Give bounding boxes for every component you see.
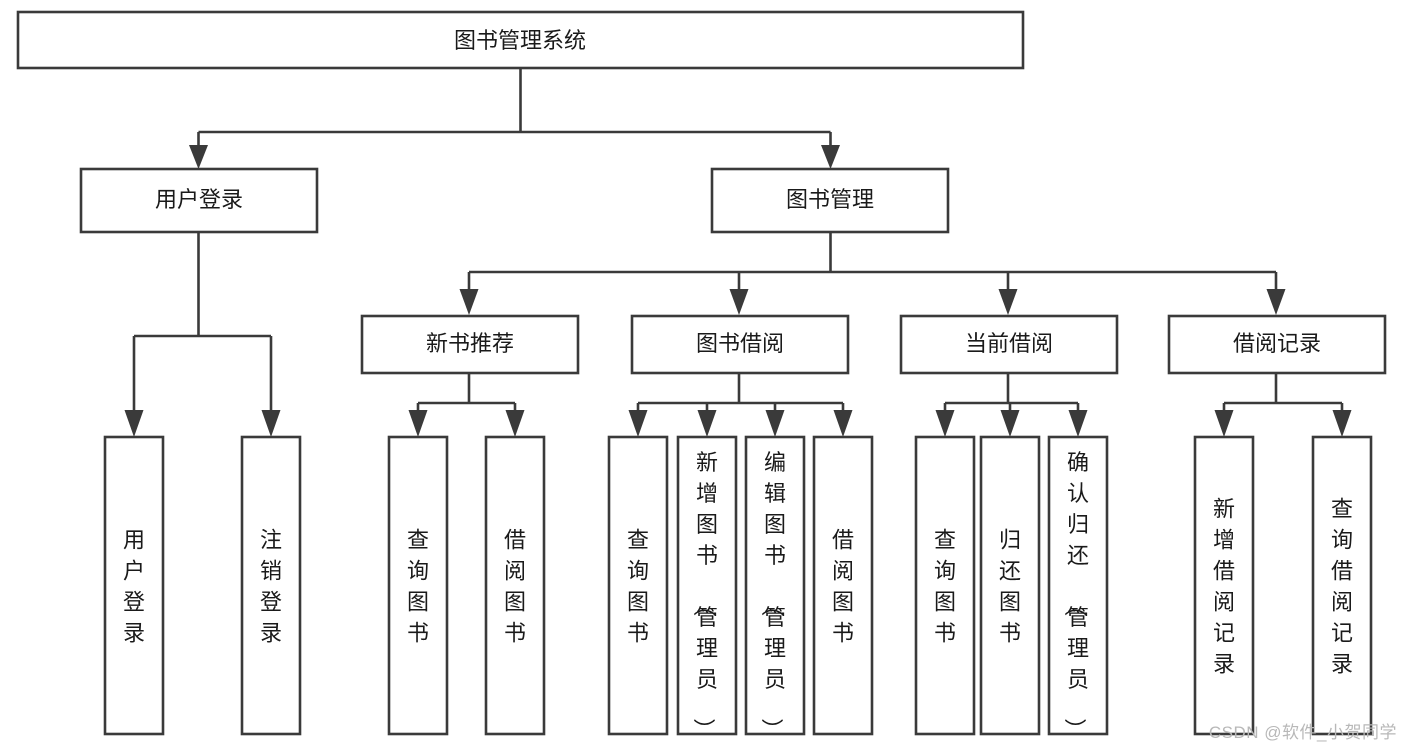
arrow-leaf-query-book-1 <box>408 410 428 437</box>
leaf-user-login-box[interactable] <box>103 435 165 736</box>
current-borrow-box[interactable] <box>899 314 1119 375</box>
csdn-watermark: CSDN @软件_小贺同学 <box>1208 723 1397 742</box>
leaf-add-book-admin-box[interactable] <box>676 435 738 736</box>
leaf-query-borrow-record-label: 查询借阅记录 <box>1331 497 1353 677</box>
leaf-query-book-2-label: 查询图书 <box>627 528 649 646</box>
arrow-leaf-query-book-2 <box>628 410 648 437</box>
leaf-confirm-return-admin-box[interactable] <box>1047 435 1109 736</box>
arrow-leaf-borrow-book-1 <box>505 410 525 437</box>
arrow-user-login <box>189 145 208 169</box>
leaf-query-book-3-box[interactable] <box>914 435 976 736</box>
book-borrow-label: 图书借阅 <box>696 331 784 356</box>
leaf-query-borrow-record-box[interactable] <box>1311 435 1373 736</box>
leaf-return-book-label: 归还图书 <box>999 528 1021 646</box>
borrow-record-label: 借阅记录 <box>1233 331 1321 356</box>
user-login-label: 用户登录 <box>155 187 243 212</box>
node-leaf-add-borrow-record[interactable]: 新增借阅记录 <box>1193 435 1255 736</box>
borrow-record-box[interactable] <box>1167 314 1387 375</box>
node-leaf-query-book-2[interactable]: 查询图书 <box>607 435 669 736</box>
arrow-current-borrow <box>998 289 1018 315</box>
root-label: 图书管理系统 <box>454 28 586 53</box>
node-leaf-edit-book-admin[interactable]: 编辑图书（管理员） <box>744 435 806 740</box>
leaf-return-book-box[interactable] <box>979 435 1041 736</box>
node-leaf-borrow-book-1[interactable]: 借阅图书 <box>484 435 546 736</box>
arrow-leaf-logout-login <box>261 410 281 437</box>
leaf-logout-login-box[interactable] <box>240 435 302 736</box>
leaf-query-book-1-box[interactable] <box>387 435 449 736</box>
node-leaf-query-borrow-record[interactable]: 查询借阅记录 <box>1311 435 1373 736</box>
node-leaf-add-book-admin[interactable]: 新增图书（管理员） <box>676 435 738 740</box>
leaf-add-borrow-record-box[interactable] <box>1193 435 1255 736</box>
leaf-logout-login-label: 注销登录 <box>260 528 282 646</box>
node-book-borrow[interactable]: 图书借阅 <box>630 314 850 375</box>
arrow-new-book-recommend <box>459 289 479 315</box>
new-book-recommend-box[interactable] <box>360 314 580 375</box>
leaf-confirm-return-admin-label: 确认归还（管理员） <box>1062 450 1089 740</box>
node-new-book-recommend[interactable]: 新书推荐 <box>360 314 580 375</box>
leaf-query-book-2-box[interactable] <box>607 435 669 736</box>
leaf-borrow-book-2-box[interactable] <box>812 435 874 736</box>
node-book-management[interactable]: 图书管理 <box>710 167 950 234</box>
node-leaf-logout-login[interactable]: 注销登录 <box>240 435 302 736</box>
node-current-borrow[interactable]: 当前借阅 <box>899 314 1119 375</box>
leaf-add-borrow-record-label: 新增借阅记录 <box>1213 497 1235 677</box>
arrow-leaf-confirm-return-admin <box>1068 410 1088 437</box>
new-book-recommend-label: 新书推荐 <box>426 331 514 356</box>
leaf-user-login-label: 用户登录 <box>123 528 145 646</box>
node-leaf-query-book-3[interactable]: 查询图书 <box>914 435 976 736</box>
current-borrow-label: 当前借阅 <box>965 331 1053 356</box>
node-user-login[interactable]: 用户登录 <box>79 167 319 234</box>
user-login-box[interactable] <box>79 167 319 234</box>
node-leaf-borrow-book-2[interactable]: 借阅图书 <box>812 435 874 736</box>
leaf-borrow-book-1-label: 借阅图书 <box>504 528 526 646</box>
leaf-borrow-book-1-box[interactable] <box>484 435 546 736</box>
arrow-leaf-query-borrow-record <box>1332 410 1352 437</box>
arrow-leaf-add-book-admin <box>697 410 717 437</box>
leaf-query-book-1-label: 查询图书 <box>407 528 429 646</box>
arrow-leaf-borrow-book-2 <box>833 410 853 437</box>
leaf-edit-book-admin-box[interactable] <box>744 435 806 736</box>
arrow-book-management <box>821 145 840 169</box>
node-leaf-user-login[interactable]: 用户登录 <box>103 435 165 736</box>
leaf-query-book-3-label: 查询图书 <box>934 528 956 646</box>
root-box[interactable] <box>16 10 1025 70</box>
node-leaf-query-book-1[interactable]: 查询图书 <box>387 435 449 736</box>
arrow-leaf-add-borrow-record <box>1214 410 1234 437</box>
book-management-label: 图书管理 <box>786 187 874 212</box>
arrow-leaf-user-login <box>124 410 144 437</box>
leaf-borrow-book-2-label: 借阅图书 <box>832 528 854 646</box>
node-leaf-return-book[interactable]: 归还图书 <box>979 435 1041 736</box>
arrow-leaf-return-book <box>1000 410 1020 437</box>
leaf-edit-book-admin-label: 编辑图书（管理员） <box>759 450 786 740</box>
book-borrow-box[interactable] <box>630 314 850 375</box>
arrow-borrow-record <box>1266 289 1286 315</box>
node-borrow-record[interactable]: 借阅记录 <box>1167 314 1387 375</box>
node-leaf-confirm-return-admin[interactable]: 确认归还（管理员） <box>1047 435 1109 740</box>
node-root[interactable]: 图书管理系统 <box>16 10 1025 70</box>
arrow-leaf-edit-book-admin <box>765 410 785 437</box>
arrow-leaf-query-book-3 <box>935 410 955 437</box>
arrow-book-borrow <box>729 289 749 315</box>
connector-layer <box>124 68 1352 437</box>
leaf-add-book-admin-label: 新增图书（管理员） <box>691 450 718 740</box>
book-management-box[interactable] <box>710 167 950 234</box>
